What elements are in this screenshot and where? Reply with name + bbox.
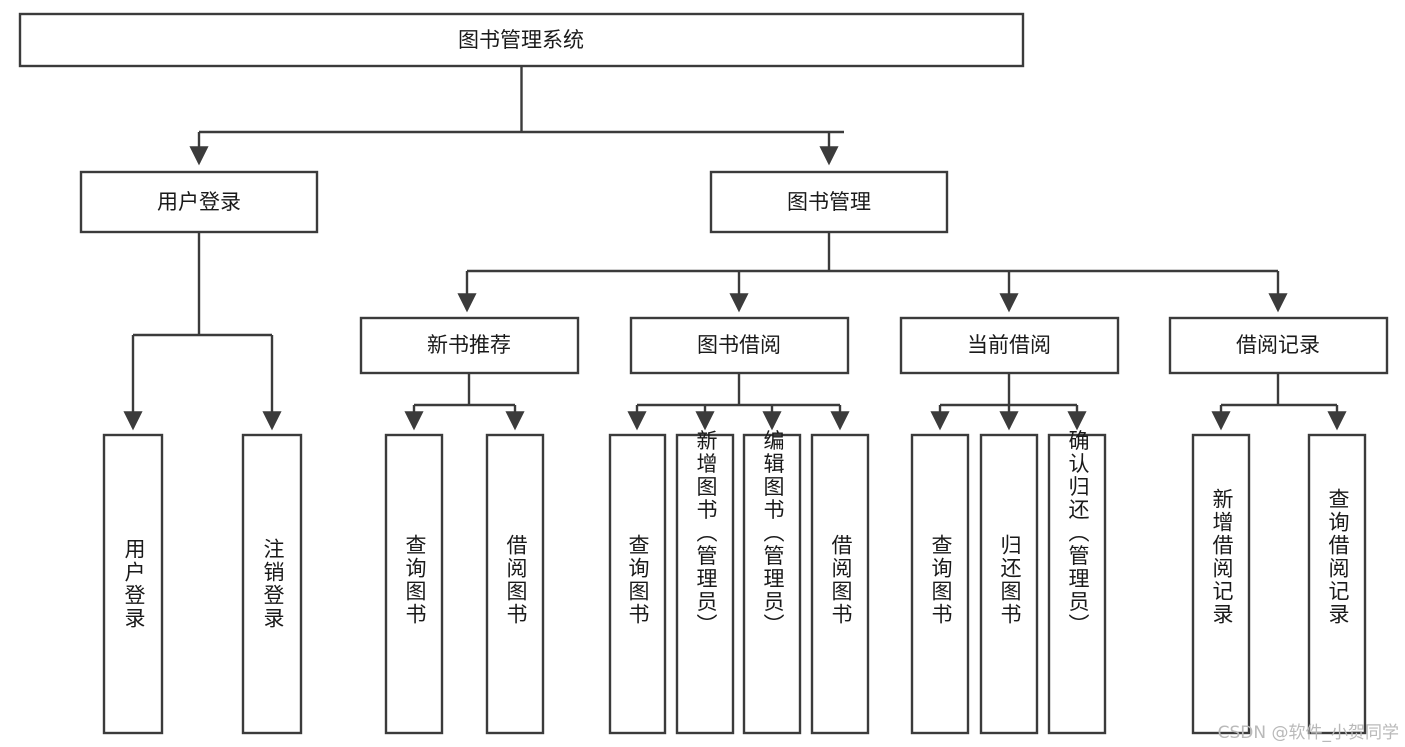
edges-user-login-to-leaves — [123, 232, 282, 431]
node-root-label: 图书管理系统 — [458, 28, 584, 52]
node-leaf-add-record[interactable]: 新增借阅记录 — [1191, 433, 1251, 735]
node-borrow-record[interactable]: 借阅记录 — [1168, 316, 1389, 375]
node-new-book-rec-box[interactable] — [359, 316, 580, 375]
node-leaf-return-book-box[interactable] — [979, 433, 1039, 735]
node-leaf-query-record-box[interactable] — [1307, 433, 1367, 735]
node-book-borrow[interactable]: 图书借阅 — [629, 316, 850, 375]
node-leaf-user-logout-box[interactable] — [241, 433, 303, 735]
node-user-login[interactable]: 用户登录 — [79, 170, 319, 234]
edges-new-book-rec-to-leaves — [404, 373, 525, 431]
node-leaf-borrow-book-2[interactable]: 借阅图书 — [810, 433, 870, 735]
node-root-box[interactable] — [18, 12, 1025, 68]
node-leaf-query-book-3[interactable]: 查询图书 — [910, 433, 970, 735]
node-leaf-borrow-book-1-box[interactable] — [485, 433, 545, 735]
node-leaf-borrow-book-2-label: 借阅图书 — [829, 534, 853, 626]
node-leaf-query-book-3-label: 查询图书 — [929, 534, 953, 626]
node-current-borrow[interactable]: 当前借阅 — [899, 316, 1120, 375]
node-leaf-user-logout-label: 注销登录 — [261, 538, 285, 630]
node-leaf-query-book-2[interactable]: 查询图书 — [608, 433, 667, 735]
node-current-borrow-box[interactable] — [899, 316, 1120, 375]
node-leaf-add-book-box[interactable] — [675, 433, 735, 735]
node-leaf-borrow-book-1-label: 借阅图书 — [504, 534, 528, 626]
node-book-manage[interactable]: 图书管理 — [709, 170, 949, 234]
node-leaf-user-logout[interactable]: 注销登录 — [241, 433, 303, 735]
node-book-manage-box[interactable] — [709, 170, 949, 234]
node-leaf-return-book-label: 归还图书 — [998, 534, 1022, 626]
node-leaf-query-book-2-label: 查询图书 — [626, 534, 650, 626]
node-leaf-add-record-box[interactable] — [1191, 433, 1251, 735]
node-borrow-record-box[interactable] — [1168, 316, 1389, 375]
node-leaf-borrow-book-1[interactable]: 借阅图书 — [485, 433, 545, 735]
node-leaf-confirm-return-label: 确认归还（管理员） — [1066, 430, 1090, 637]
node-leaf-edit-book[interactable]: 编辑图书（管理员） — [742, 430, 802, 735]
node-book-manage-label: 图书管理 — [787, 190, 871, 214]
node-new-book-rec[interactable]: 新书推荐 — [359, 316, 580, 375]
node-leaf-query-book-1-label: 查询图书 — [403, 534, 427, 626]
node-leaf-query-record[interactable]: 查询借阅记录 — [1307, 433, 1367, 735]
edges-current-borrow-to-leaves — [930, 373, 1087, 431]
node-leaf-edit-book-box[interactable] — [742, 433, 802, 735]
node-root[interactable]: 图书管理系统 — [18, 12, 1025, 68]
node-leaf-user-login[interactable]: 用户登录 — [102, 433, 164, 735]
node-leaf-return-book[interactable]: 归还图书 — [979, 433, 1039, 735]
node-leaf-add-book[interactable]: 新增图书（管理员） — [675, 430, 735, 735]
node-leaf-query-book-1[interactable]: 查询图书 — [384, 433, 444, 735]
node-user-login-box[interactable] — [79, 170, 319, 234]
edges-book-borrow-to-leaves — [627, 373, 850, 431]
node-current-borrow-label: 当前借阅 — [967, 333, 1051, 357]
node-leaf-user-login-box[interactable] — [102, 433, 164, 735]
node-leaf-confirm-return-box[interactable] — [1047, 433, 1107, 735]
node-leaf-user-login-label: 用户登录 — [122, 538, 146, 630]
node-leaf-query-record-label: 查询借阅记录 — [1326, 488, 1350, 626]
node-leaf-query-book-1-box[interactable] — [384, 433, 444, 735]
node-leaf-edit-book-label: 编辑图书（管理员） — [761, 430, 785, 637]
edges-book-manage-to-level3 — [457, 232, 1288, 313]
node-leaf-borrow-book-2-box[interactable] — [810, 433, 870, 735]
node-borrow-record-label: 借阅记录 — [1236, 333, 1320, 357]
node-leaf-query-book-2-box[interactable] — [608, 433, 667, 735]
node-user-login-label: 用户登录 — [157, 190, 241, 214]
node-leaf-confirm-return[interactable]: 确认归还（管理员） — [1047, 430, 1107, 735]
edges-borrow-record-to-leaves — [1211, 373, 1347, 431]
node-leaf-add-book-label: 新增图书（管理员） — [694, 430, 718, 637]
node-leaf-add-record-label: 新增借阅记录 — [1210, 488, 1234, 626]
node-new-book-rec-label: 新书推荐 — [427, 333, 511, 357]
node-book-borrow-label: 图书借阅 — [697, 333, 781, 357]
node-leaf-query-book-3-box[interactable] — [910, 433, 970, 735]
edges-root-to-level2 — [189, 66, 844, 166]
node-book-borrow-box[interactable] — [629, 316, 850, 375]
